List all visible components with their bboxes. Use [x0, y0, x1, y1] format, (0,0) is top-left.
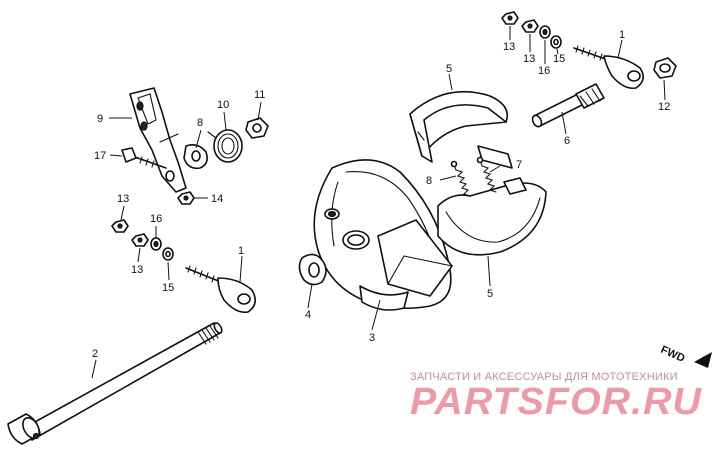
forward-direction-indicator: FWD	[659, 344, 712, 368]
wear-indicator-plate	[183, 144, 208, 170]
callout-13-upper-b: 13	[523, 53, 535, 65]
brake-stopper-arm	[129, 87, 187, 193]
washer-lower-16	[150, 237, 162, 251]
callout-14: 14	[211, 193, 223, 205]
callout-1-lower: 1	[238, 245, 244, 257]
nut-upper-13b	[521, 19, 539, 33]
brake-arm-spring	[207, 129, 243, 163]
watermark-tagline: ЗАПЧАСТИ И АКСЕССУАРЫ ДЛЯ МОТОТЕХНИКИ	[410, 371, 678, 383]
callout-5-upper: 5	[446, 63, 452, 75]
rear-axle	[7, 322, 223, 445]
callout-12: 12	[658, 101, 670, 113]
callout-13-lower-b: 13	[131, 264, 143, 276]
callout-15-lower: 15	[162, 282, 174, 294]
brake-arm-nut	[245, 117, 269, 139]
axle-nut	[653, 57, 677, 79]
callout-16-upper: 16	[538, 65, 550, 77]
brake-cam	[531, 83, 605, 128]
stopper-arm-bolt	[121, 147, 167, 169]
brake-shoe-spring-left	[450, 160, 471, 197]
callout-7: 8	[197, 117, 203, 129]
chain-adjuster-lower	[185, 265, 256, 314]
callout-6: 6	[564, 135, 570, 147]
callout-4: 4	[305, 309, 311, 321]
washer-upper-16	[539, 25, 551, 39]
forward-arrow-icon	[694, 352, 712, 368]
nut-lower-13a	[111, 219, 129, 233]
brake-shoe-spring-right	[476, 156, 497, 193]
washer-lower-15	[162, 247, 174, 261]
callout-9: 9	[97, 113, 103, 125]
callout-5-lower: 5	[487, 288, 493, 300]
callout-13-lower-a: 13	[117, 193, 129, 205]
callout-2: 2	[92, 348, 98, 360]
watermark: ЗАПЧАСТИ И АКСЕССУАРЫ ДЛЯ МОТОТЕХНИКИ PA…	[410, 371, 703, 423]
callout-17: 17	[94, 150, 106, 162]
callout-10: 10	[217, 99, 229, 111]
washer-upper-15	[550, 35, 562, 49]
nut-upper-13a	[501, 11, 519, 25]
brake-shoe-upper	[409, 90, 513, 169]
callout-16-lower: 16	[150, 213, 162, 225]
chain-adjuster-upper	[573, 45, 644, 90]
callout-13-upper-a: 13	[503, 41, 515, 53]
brake-shoe-lower	[437, 177, 547, 256]
callout-8-right: 7	[516, 159, 522, 171]
callout-15-upper: 15	[553, 53, 565, 65]
panel-stopper-ring	[298, 253, 327, 286]
callout-labels: 5 7 8 5 6 1 12 13 13 16 15 9 17 8 10 11 …	[92, 29, 670, 360]
callout-1-upper: 1	[619, 29, 625, 41]
callout-11: 11	[254, 89, 265, 101]
callout-8-left: 8	[426, 175, 432, 187]
nut-lower-13b	[131, 233, 149, 247]
callout-3: 3	[369, 332, 375, 344]
leader-lines	[91, 26, 666, 379]
brake-panel	[313, 159, 453, 311]
stopper-arm-nut	[177, 191, 195, 205]
watermark-brand: PARTSFOR.RU	[410, 381, 703, 423]
fwd-label: FWD	[659, 344, 687, 365]
